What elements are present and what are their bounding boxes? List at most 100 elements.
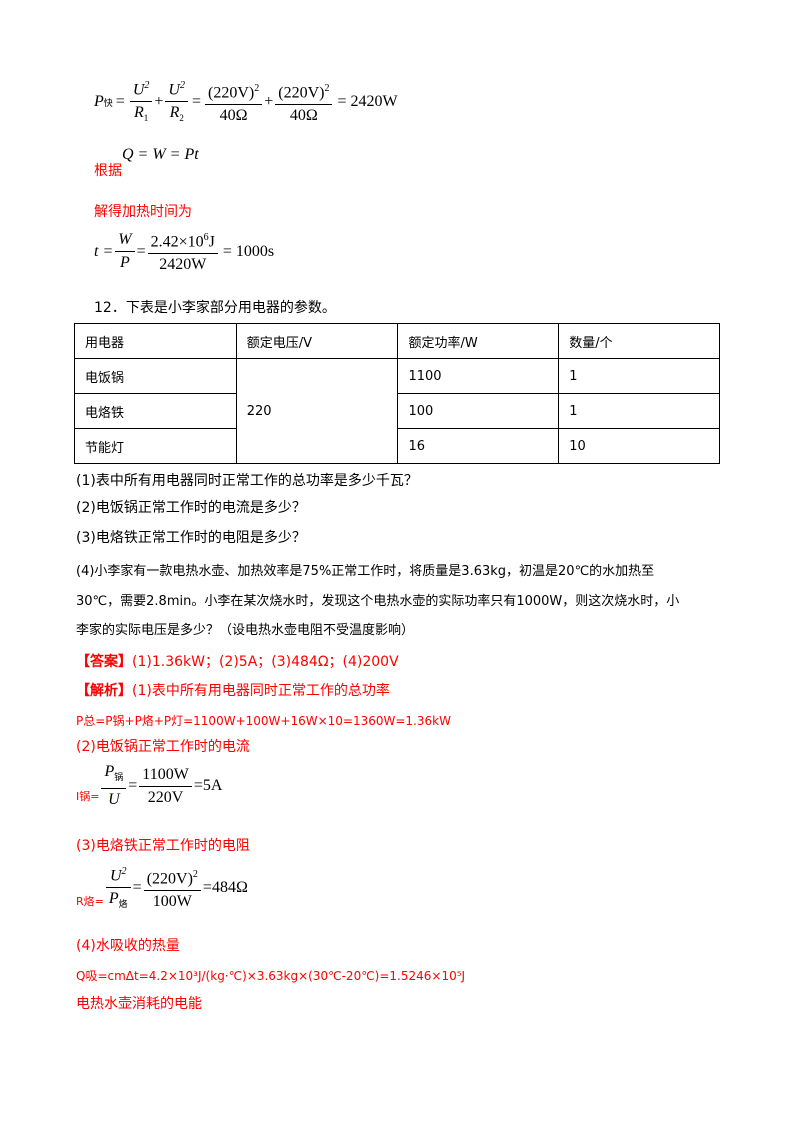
fraction-p-u: P锅 U [101, 762, 127, 810]
sup-2: 2 [192, 868, 198, 880]
num-u: U [109, 867, 122, 885]
table-row: 电烙铁 100 1 [74, 393, 720, 429]
fraction-1100w-220v: 1100W 220V [139, 765, 192, 808]
plus: + [264, 93, 274, 111]
answer-text: (1)1.36kW；(2)5A；(3)484Ω；(4)200V [132, 654, 399, 670]
sub-guo: 锅 [114, 772, 124, 783]
num-u: U [132, 81, 145, 99]
table-header: 额定电压/V [235, 323, 399, 359]
num-w: W [115, 230, 135, 253]
answer-line: 【答案】(1)1.36kW；(2)5A；(3)484Ω；(4)200V [76, 651, 399, 673]
formula-current: I锅= P锅 U = 1100W 220V =5A [76, 762, 222, 810]
table-header: 数量/个 [558, 323, 720, 359]
table-cell: 1 [558, 393, 720, 429]
num-u: U [168, 81, 180, 99]
sub-1: 1 [143, 113, 149, 124]
prefix-i-guo: I锅= [76, 790, 100, 804]
equals: = [136, 242, 146, 260]
num-mantissa: 2.42×10 [150, 233, 204, 251]
question-4-line3: 李家的实际电压是多少？（设电热水壶电阻不受温度影响） [76, 623, 415, 638]
appliance-table: 用电器 额定电压/V 额定功率/W 数量/个 电饭锅 220 1100 1 电烙… [74, 323, 720, 464]
analysis-s1-calc: P总=P锅+P烙+P灯=1100W+100W+16W×10=1360W=1.36… [76, 714, 451, 728]
num-220v: (220V) [208, 83, 255, 101]
question-4-line2: 30℃，需要2.8min。小李在某次烧水时，发现这个电热水壶的实际功率只有100… [76, 594, 680, 609]
den-p: P [108, 890, 119, 908]
num-220v: (220V) [146, 869, 193, 887]
fraction-220v2-100w: (220V)2 100W [143, 865, 201, 912]
den-r: R [133, 104, 144, 122]
formula-resistance: R烙= U2 P烙 = (220V)2 100W =484Ω [76, 862, 248, 915]
analysis-s4-title: (4)水吸收的热量 [76, 938, 180, 954]
equals: = [132, 879, 142, 897]
analysis-line: 【解析】(1)表中所有用电器同时正常工作的总功率 [76, 680, 390, 702]
fraction-220v-40ohm-a: (220V)2 40Ω [205, 79, 263, 126]
analysis-s3-title: (3)电烙铁正常工作时的电阻 [76, 838, 250, 854]
sub-kuai: 快 [103, 97, 113, 108]
table-row: 电饭锅 220 1100 1 [74, 358, 720, 464]
table-cell: 100 [397, 393, 560, 429]
result-2420w: = 2420W [337, 93, 398, 111]
fraction-220v-40ohm-b: (220V)2 40Ω [275, 79, 333, 126]
analysis-s4-calc: Q吸=cmΔt=4.2×10³J/(kg·℃)×3.63kg×(30℃-20℃)… [76, 969, 466, 983]
table-header: 用电器 [74, 323, 237, 359]
question-3: (3)电烙铁正常工作时的电阻是多少？ [76, 530, 306, 546]
den-p: P [120, 254, 130, 272]
num-p: P [104, 763, 115, 780]
table-cell: 10 [558, 428, 720, 464]
sup-6: 6 [203, 232, 209, 243]
den-40ohm: 40Ω [219, 106, 248, 124]
prefix-r-lao: R烙= [76, 894, 104, 908]
table-header: 额定功率/W [397, 323, 560, 359]
fraction-w-p: W P [115, 230, 135, 273]
sup-2: 2 [121, 866, 127, 877]
analysis-s1-title: (1)表中所有用电器同时正常工作的总功率 [132, 683, 390, 699]
den-220v: 220V [147, 788, 184, 806]
label-jiede: 解得加热时间为 [94, 204, 192, 220]
fraction-u2-r1: U2 R1 [129, 76, 153, 129]
fraction-energy-power: 2.42×106J 2420W [147, 228, 218, 275]
table-header-row: 用电器 额定电压/V 额定功率/W 数量/个 [74, 323, 720, 359]
num-unit-j: J [208, 233, 215, 251]
analysis-s2-title: (2)电饭锅正常工作时的电流 [76, 739, 250, 755]
question-2: (2)电饭锅正常工作时的电流是多少？ [76, 500, 306, 516]
result-5a: =5A [193, 777, 223, 795]
result-1000s: = 1000s [222, 242, 275, 260]
label-genju: 根据 [94, 163, 122, 179]
table-cell: 电烙铁 [74, 393, 237, 429]
analysis-tag: 【解析】 [76, 683, 132, 699]
table-row: 节能灯 16 10 [74, 428, 720, 464]
table-cell: 1 [558, 358, 720, 394]
sub-2: 2 [179, 113, 184, 124]
formula-q-w-pt: Q = W = Pt [122, 146, 199, 163]
fraction-u2-r2: U2 R2 [165, 76, 188, 129]
fraction-u2-p: U2 P烙 [105, 862, 131, 915]
table-cell: 16 [397, 428, 560, 464]
sup-2: 2 [144, 80, 150, 91]
symbol-p: P [94, 93, 104, 111]
equals: = [128, 777, 138, 795]
sub-lao: 烙 [118, 899, 128, 910]
formula-time: t = W P = 2.42×106J 2420W = 1000s [94, 228, 274, 275]
den-u: U [108, 791, 120, 809]
den-100w: 100W [152, 892, 192, 910]
table-cell: 节能灯 [74, 428, 237, 464]
question-intro: 12．下表是小李家部分用电器的参数。 [94, 300, 336, 316]
analysis-s4-next: 电热水壶消耗的电能 [76, 996, 202, 1012]
equals: = [191, 93, 202, 111]
sup-2: 2 [254, 82, 260, 94]
den-2420w: 2420W [159, 256, 207, 274]
num-1100w: 1100W [139, 765, 192, 787]
table-cell: 电饭锅 [74, 358, 237, 394]
equals: = [115, 93, 125, 111]
sup-2: 2 [179, 80, 185, 91]
question-4-line1: (4)小李家有一款电热水壶、加热效率是75%正常工作时，将质量是3.63kg，初… [76, 564, 655, 579]
sup-2: 2 [324, 82, 330, 94]
den-r: R [169, 104, 180, 122]
lhs-t: t = [94, 242, 114, 260]
den-40ohm: 40Ω [289, 106, 318, 124]
table-cell: 1100 [397, 358, 560, 394]
num-220v: (220V) [278, 83, 325, 101]
plus: + [154, 93, 164, 111]
result-484ohm: =484Ω [202, 879, 248, 897]
